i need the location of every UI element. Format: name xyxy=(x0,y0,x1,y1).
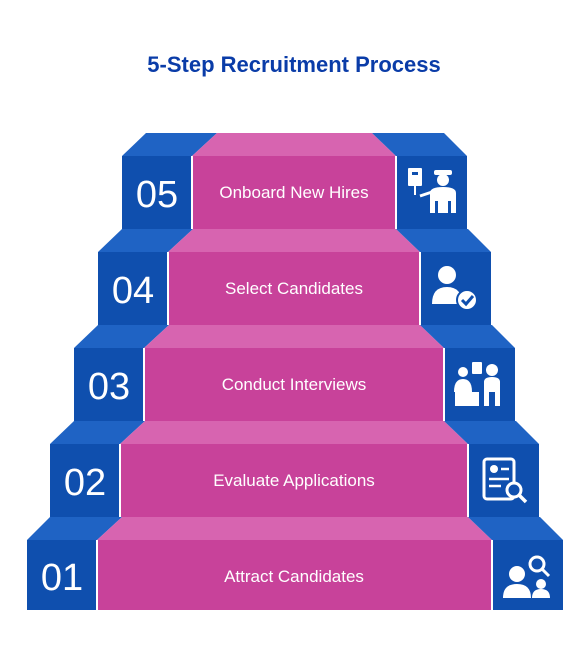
step-05-number: 05 xyxy=(136,174,178,216)
user-check-icon xyxy=(432,266,478,311)
step-02-label: Evaluate Applications xyxy=(213,471,375,490)
step-01-label: Attract Candidates xyxy=(224,567,364,586)
step-01-right-tread xyxy=(468,517,563,540)
document-search-icon xyxy=(482,457,528,504)
step-01-center-tread xyxy=(97,517,492,540)
step-05-number-block xyxy=(122,156,192,229)
page-title: 5-Step Recruitment Process xyxy=(147,52,441,77)
step-05-right-tread xyxy=(372,133,467,156)
presenter-icon xyxy=(408,168,456,213)
step-01-left-tread xyxy=(27,517,122,540)
step-04-icon-block xyxy=(420,252,491,325)
people-search-icon xyxy=(503,555,551,598)
step-03-left-tread xyxy=(74,325,169,348)
interview-icon xyxy=(454,362,500,406)
step-05: 05 Onboard New Hires xyxy=(122,133,467,229)
step-04: 04 Select Candidates xyxy=(98,229,491,325)
step-02-right-tread xyxy=(444,421,539,444)
step-01-icon-block xyxy=(492,540,563,610)
step-03-icon-block xyxy=(444,348,515,421)
step-02: 02 Evaluate Applications xyxy=(50,421,539,517)
step-02-number: 02 xyxy=(64,462,106,504)
step-01-number: 01 xyxy=(41,557,83,599)
step-03-center-tread xyxy=(144,325,444,348)
step-03-number: 03 xyxy=(88,366,130,408)
step-05-label-block xyxy=(192,156,396,229)
step-05-left-tread xyxy=(122,133,217,156)
step-03-label: Conduct Interviews xyxy=(222,375,367,394)
step-03-right-tread xyxy=(420,325,515,348)
step-03-number-block xyxy=(74,348,144,421)
step-04-label: Select Candidates xyxy=(225,279,363,298)
step-02-label-block xyxy=(120,444,468,517)
step-04-label-block xyxy=(168,252,420,325)
step-05-center-tread xyxy=(192,133,396,156)
step-03-label-block xyxy=(144,348,444,421)
step-04-center-tread xyxy=(168,229,420,252)
step-03: 03 Conduct Interviews xyxy=(74,325,515,421)
step-02-icon-block xyxy=(468,444,539,517)
step-04-number: 04 xyxy=(112,270,154,312)
step-02-number-block xyxy=(50,444,120,517)
step-01: 01 Attract Candidates xyxy=(27,517,563,610)
step-01-number-block xyxy=(27,540,97,610)
step-04-right-tread xyxy=(396,229,491,252)
step-04-number-block xyxy=(98,252,168,325)
step-02-left-tread xyxy=(50,421,145,444)
step-05-label: Onboard New Hires xyxy=(219,183,368,202)
step-02-center-tread xyxy=(120,421,468,444)
step-01-label-block xyxy=(97,540,492,610)
step-04-left-tread xyxy=(98,229,193,252)
